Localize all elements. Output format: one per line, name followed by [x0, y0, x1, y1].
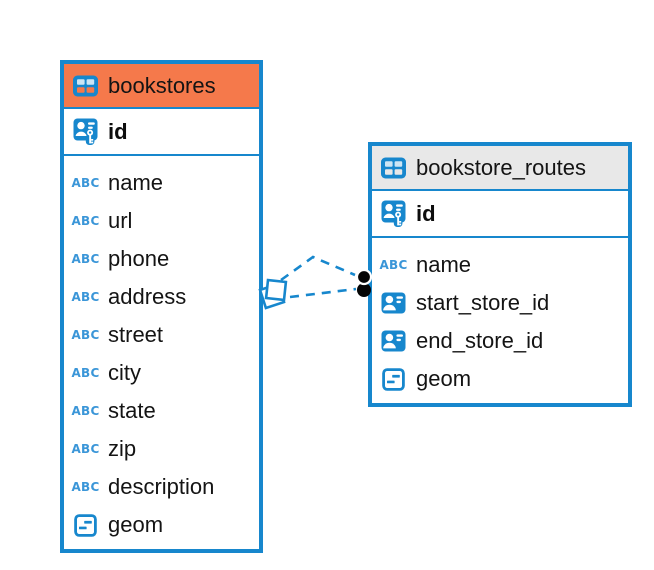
column-row-state[interactable]: ABC state: [71, 392, 251, 430]
text-column-icon: ABC: [71, 328, 100, 342]
column-name: geom: [108, 512, 164, 537]
text-column-icon: ABC: [71, 214, 100, 228]
primary-key-name: id: [416, 200, 436, 226]
geometry-column-icon: [380, 367, 407, 391]
column-row-phone[interactable]: ABC phone: [71, 240, 251, 278]
primary-key-row[interactable]: id: [372, 191, 628, 238]
column-name: state: [108, 398, 156, 423]
column-name: name: [416, 252, 472, 277]
column-list: ABC name start_store_id end_store_id geom: [372, 238, 628, 403]
column-name: phone: [108, 246, 170, 271]
column-name: name: [108, 170, 164, 195]
column-row-description[interactable]: ABC description: [71, 468, 251, 506]
column-name: start_store_id: [416, 290, 550, 315]
column-row-address[interactable]: ABC address: [71, 278, 251, 316]
column-name: end_store_id: [416, 328, 544, 353]
text-column-icon: ABC: [71, 290, 100, 304]
relationship-line-upper[interactable]: [280, 255, 356, 282]
text-column-icon: ABC: [71, 176, 100, 190]
text-column-icon: ABC: [71, 366, 100, 380]
column-row-geom[interactable]: geom: [380, 360, 620, 398]
column-row-name[interactable]: ABC name: [379, 246, 620, 284]
primary-key-row[interactable]: id: [64, 109, 259, 156]
column-row-end_store_id[interactable]: end_store_id: [380, 322, 620, 360]
column-name: address: [108, 284, 187, 309]
text-column-icon: ABC: [379, 258, 408, 272]
table-header[interactable]: bookstores: [64, 64, 259, 109]
column-row-start_store_id[interactable]: start_store_id: [380, 284, 620, 322]
table-header[interactable]: bookstore_routes: [372, 146, 628, 191]
column-row-name[interactable]: ABC name: [71, 164, 251, 202]
table-node-bookstore-routes[interactable]: bookstore_routes id ABC name start_store_…: [368, 142, 632, 407]
column-row-city[interactable]: ABC city: [71, 354, 251, 392]
primary-key-icon: [72, 118, 99, 146]
column-name: zip: [108, 436, 137, 461]
text-column-icon: ABC: [71, 442, 100, 456]
primary-key-name: id: [108, 118, 128, 144]
column-name: geom: [416, 366, 472, 391]
foreign-key-icon: [380, 292, 407, 314]
foreign-key-icon: [380, 330, 407, 352]
table-title: bookstores: [108, 72, 216, 98]
column-row-street[interactable]: ABC street: [71, 316, 251, 354]
text-column-icon: ABC: [71, 480, 100, 494]
column-row-url[interactable]: ABC url: [71, 202, 251, 240]
relationship-line-lower[interactable]: [289, 287, 357, 299]
column-name: url: [108, 208, 133, 233]
column-name: description: [108, 474, 215, 499]
column-name: street: [108, 322, 164, 347]
text-column-icon: ABC: [71, 404, 100, 418]
table-icon: [72, 74, 99, 98]
column-name: city: [108, 360, 141, 385]
table-title: bookstore_routes: [416, 154, 586, 180]
many-end-marker: [258, 278, 288, 310]
geometry-column-icon: [72, 513, 99, 537]
column-row-zip[interactable]: ABC zip: [71, 430, 251, 468]
primary-key-icon: [380, 200, 407, 228]
table-icon: [380, 156, 407, 180]
column-row-geom[interactable]: geom: [72, 506, 251, 544]
text-column-icon: ABC: [71, 252, 100, 266]
